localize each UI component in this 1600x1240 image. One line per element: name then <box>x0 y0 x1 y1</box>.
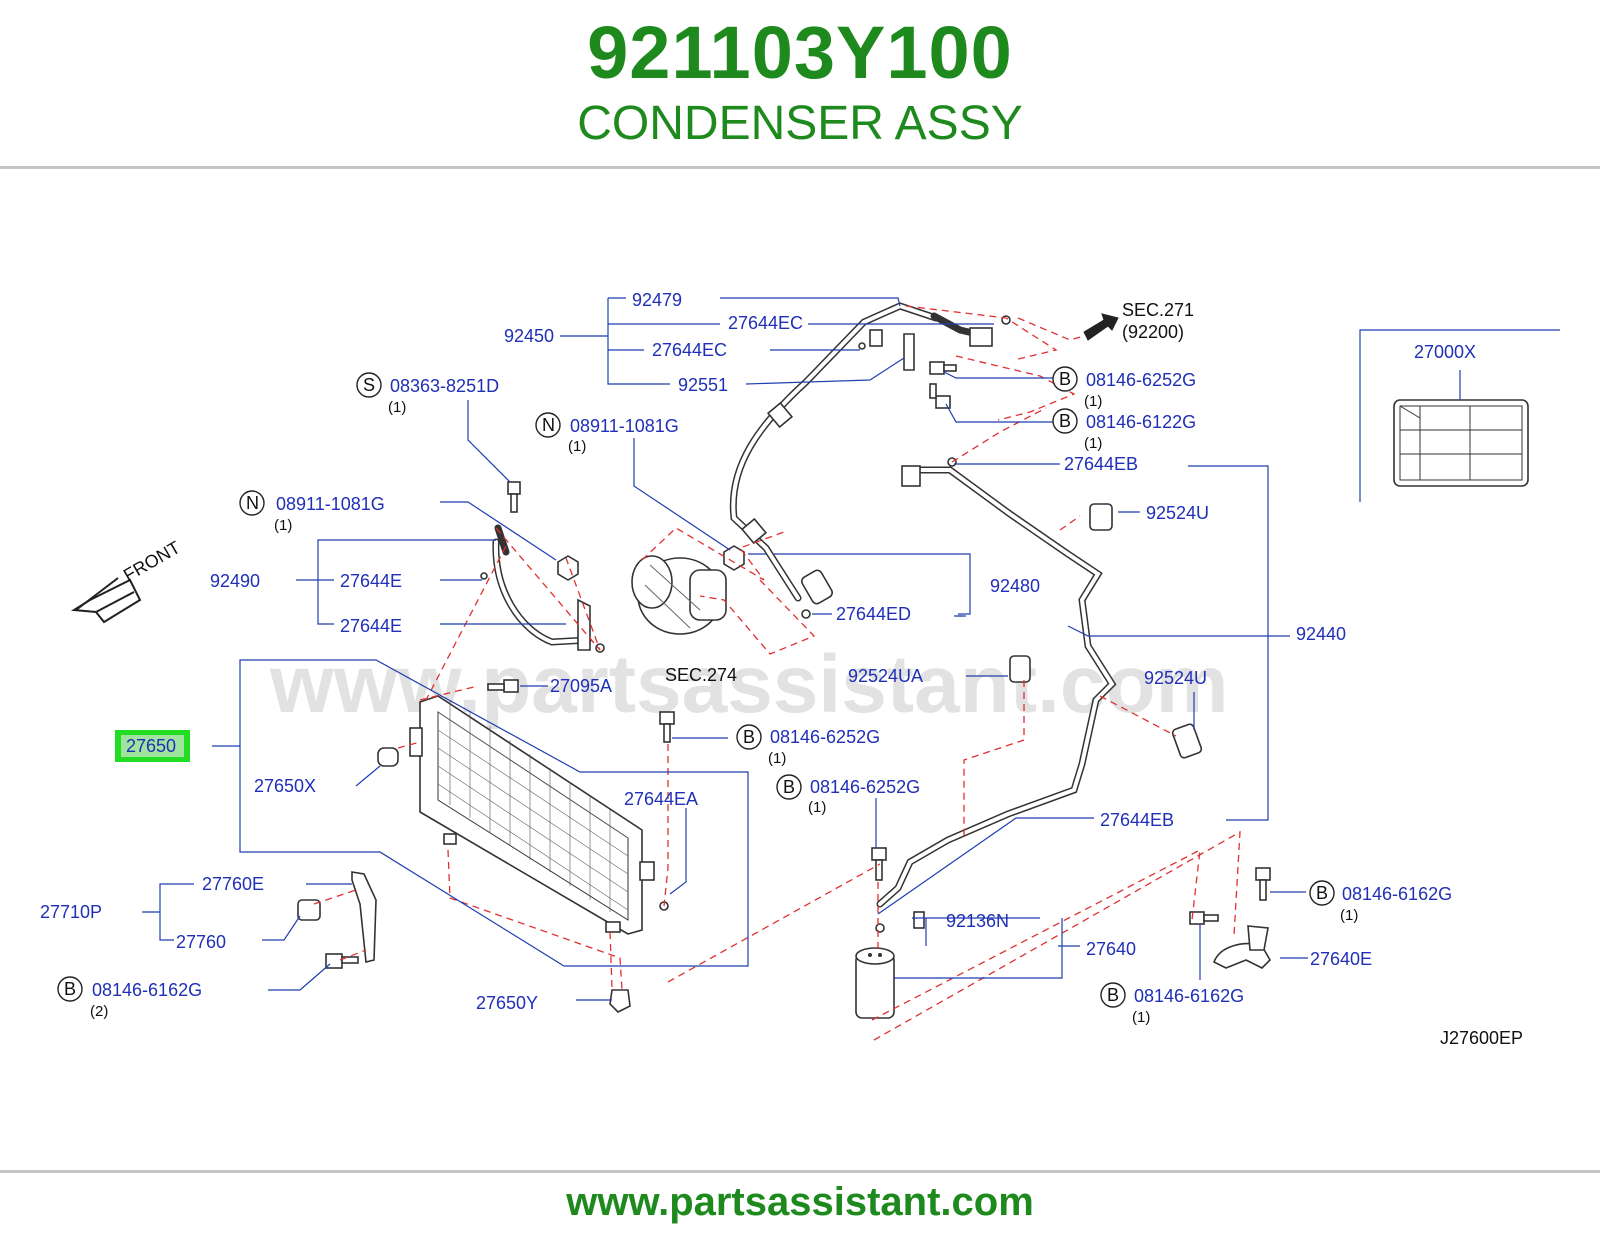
qty-08146-6252G-a: (1) <box>768 750 786 767</box>
circle-B-letter-b: B <box>783 777 795 797</box>
page-header: 921103Y100 CONDENSER ASSY <box>0 0 1600 168</box>
circle-B-letter-g: B <box>1316 883 1328 903</box>
hose-92490-drawing <box>492 538 592 646</box>
label-92136N[interactable]: 92136N <box>946 911 1009 931</box>
label-08146-6122G[interactable]: 08146-6122G <box>1086 412 1196 432</box>
label-08146-6252G-b[interactable]: 08146-6252G <box>810 777 920 797</box>
label-27760[interactable]: 27760 <box>176 932 226 952</box>
front-arrow-icon <box>70 577 142 624</box>
insulator-27650Y-drawing <box>609 989 631 1013</box>
label-08146-6162G-b[interactable]: 08146-6162G <box>1134 986 1244 1006</box>
clip-27760-drawing <box>297 899 321 921</box>
leader-lines <box>142 297 1461 1001</box>
qty-08146-6162G-a: (2) <box>90 1003 108 1020</box>
circle-N-marker-b <box>239 490 265 516</box>
label-27644EC-lower[interactable]: 27644EC <box>652 340 727 360</box>
circle-N-letter-b: N <box>246 493 259 513</box>
label-08146-6162G-a[interactable]: 08146-6162G <box>92 980 202 1000</box>
label-27644EC-upper[interactable]: 27644EC <box>728 313 803 333</box>
label-27644EA[interactable]: 27644EA <box>624 789 698 809</box>
bracket-27760E-drawing <box>351 871 377 963</box>
circle-B-marker-g <box>1309 880 1335 906</box>
circle-B-marker-d <box>1052 408 1078 434</box>
label-27000X[interactable]: 27000X <box>1414 342 1476 362</box>
circle-B-letter-c: B <box>1059 369 1071 389</box>
clip-92524UA-drawing <box>1009 655 1031 683</box>
dashed-reference-lines <box>313 305 1241 1041</box>
circle-B-marker-c <box>1052 366 1078 392</box>
part-name-subtitle: CONDENSER ASSY <box>577 97 1023 150</box>
label-27644EB-upper[interactable]: 27644EB <box>1064 454 1138 474</box>
part-number-title: 921103Y100 <box>587 11 1013 94</box>
label-27650Y[interactable]: 27650Y <box>476 993 538 1013</box>
label-sec271-sub: (92200) <box>1122 322 1184 342</box>
label-27644EB-lower[interactable]: 27644EB <box>1100 810 1174 830</box>
label-27095A[interactable]: 27095A <box>550 676 612 696</box>
diagram-code: J27600EP <box>1440 1028 1523 1048</box>
qty-08146-6162G-c: (1) <box>1340 907 1358 924</box>
label-27640E[interactable]: 27640E <box>1310 949 1372 969</box>
qty-08146-6162G-b: (1) <box>1132 1009 1150 1026</box>
circle-B-letter-f: B <box>1107 985 1119 1005</box>
label-92479[interactable]: 92479 <box>632 290 682 310</box>
nut-drawings <box>480 315 1011 933</box>
circle-S-letter: S <box>363 375 375 395</box>
label-92480[interactable]: 92480 <box>990 576 1040 596</box>
circle-B-letter-d: B <box>1059 411 1071 431</box>
label-27644E-lower[interactable]: 27644E <box>340 616 402 636</box>
label-92490[interactable]: 92490 <box>210 571 260 591</box>
circle-S-marker <box>356 372 382 398</box>
circle-B-marker-f <box>1100 982 1126 1008</box>
label-sec274[interactable]: SEC.274 <box>665 665 737 685</box>
label-08146-6252G-c[interactable]: 08146-6252G <box>1086 370 1196 390</box>
label-27710P[interactable]: 27710P <box>40 902 102 922</box>
circle-B-letter-a: B <box>743 727 755 747</box>
label-92524U-lower[interactable]: 92524U <box>1144 668 1207 688</box>
label-92524UA[interactable]: 92524UA <box>848 666 923 686</box>
label-08911-1081G-b[interactable]: 08911-1081G <box>276 494 385 514</box>
label-92440[interactable]: 92440 <box>1296 624 1346 644</box>
label-08363-8251D[interactable]: 08363-8251D <box>390 376 499 396</box>
circle-B-marker-b <box>776 774 802 800</box>
highlight-inner <box>121 735 184 757</box>
label-08911-1081G-a[interactable]: 08911-1081G <box>570 416 679 436</box>
sec271-arrow-icon <box>1083 313 1119 341</box>
clip-92524U-upper-drawing <box>1089 503 1113 531</box>
qty-08146-6252G-c: (1) <box>1084 393 1102 410</box>
insulator-27650X-drawing <box>377 747 399 767</box>
condenser-drawing <box>409 695 655 935</box>
circle-B-marker-a <box>736 724 762 750</box>
qty-08911-1081G-a: (1) <box>568 438 586 455</box>
watermark-text: www.partsassistant.com <box>269 639 1229 730</box>
clip-92524U-lower-drawing <box>1171 723 1203 759</box>
footer-website[interactable]: www.partsassistant.com <box>566 1180 1034 1224</box>
qty-08146-6122G: (1) <box>1084 435 1102 452</box>
label-27760E[interactable]: 27760E <box>202 874 264 894</box>
receiver-drier-drawing <box>855 947 895 1019</box>
label-27650-highlighted[interactable]: 27650 <box>126 736 176 756</box>
footer-divider <box>0 1170 1600 1173</box>
label-08146-6252G-a[interactable]: 08146-6252G <box>770 727 880 747</box>
header-divider <box>0 166 1600 169</box>
label-92524U-upper[interactable]: 92524U <box>1146 503 1209 523</box>
label-27650X[interactable]: 27650X <box>254 776 316 796</box>
qty-08911-1081G-b: (1) <box>274 517 292 534</box>
label-27644E-upper[interactable]: 27644E <box>340 571 402 591</box>
label-27644ED[interactable]: 27644ED <box>836 604 911 624</box>
circle-N-letter-a: N <box>542 415 555 435</box>
label-sec271[interactable]: SEC.271 <box>1122 300 1194 320</box>
label-plate-27000X-drawing <box>1393 399 1529 487</box>
label-92450[interactable]: 92450 <box>504 326 554 346</box>
circle-B-marker-e <box>57 976 83 1002</box>
circle-N-marker-a <box>535 412 561 438</box>
qty-08146-6252G-b: (1) <box>808 799 826 816</box>
compressor-drawing <box>631 555 727 635</box>
label-27640[interactable]: 27640 <box>1086 939 1136 959</box>
front-label: FRONT <box>120 537 184 585</box>
label-92551[interactable]: 92551 <box>678 375 728 395</box>
label-08146-6162G-c[interactable]: 08146-6162G <box>1342 884 1452 904</box>
circle-B-letter-e: B <box>64 979 76 999</box>
qty-08363-8251D: (1) <box>388 399 406 416</box>
